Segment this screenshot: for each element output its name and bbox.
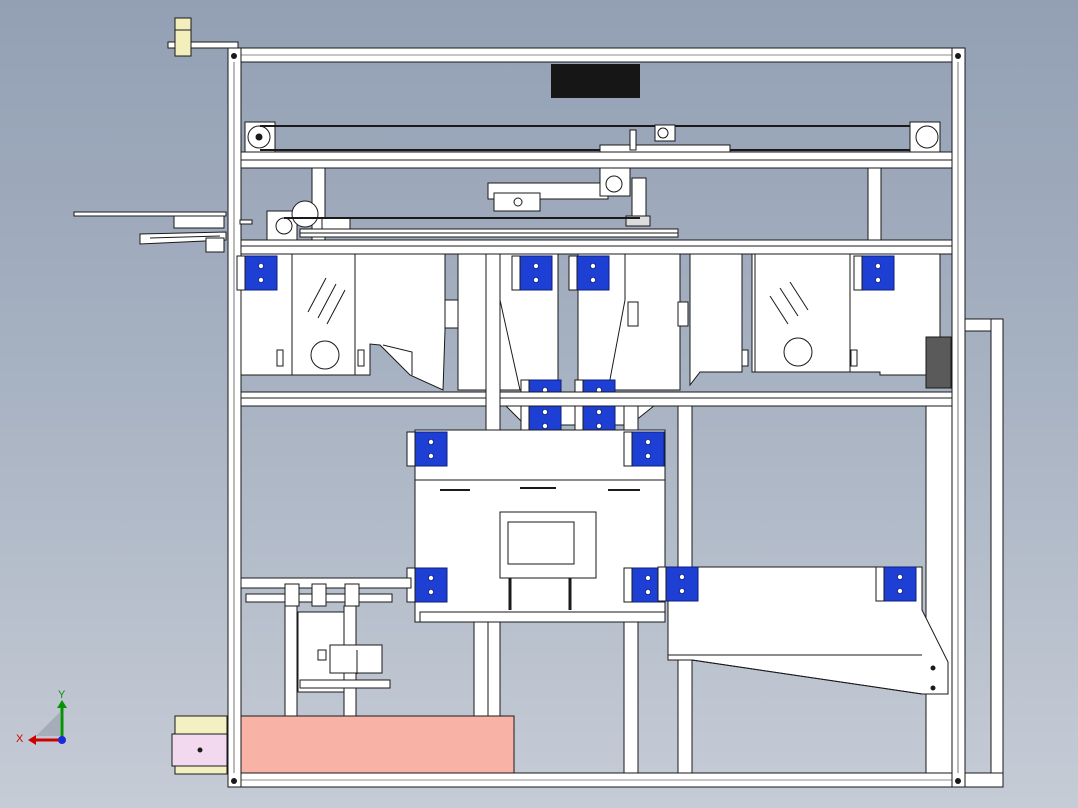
middle-beam [240,391,953,407]
coordinate-triad [28,700,67,745]
triad-x-label: X [16,733,24,745]
central-box [414,429,666,623]
corner-bolts [231,53,961,784]
right-inner-rail [925,405,953,774]
lower-conveyor [240,200,953,255]
top-spool [167,17,239,57]
triad-plane-shading [36,712,60,736]
right-sensor-block [925,336,952,389]
left-feeder-arm [73,211,253,253]
top-conveyor [240,121,953,169]
base-blocks [171,715,515,775]
triad-y-label: Y [58,689,66,701]
gripper-assembly [487,167,651,227]
top-display-block [551,64,640,98]
lower-left-station [240,577,412,717]
triad-z-axis [58,736,66,744]
profile-grooves [233,54,959,781]
outer-frame [227,47,1004,788]
